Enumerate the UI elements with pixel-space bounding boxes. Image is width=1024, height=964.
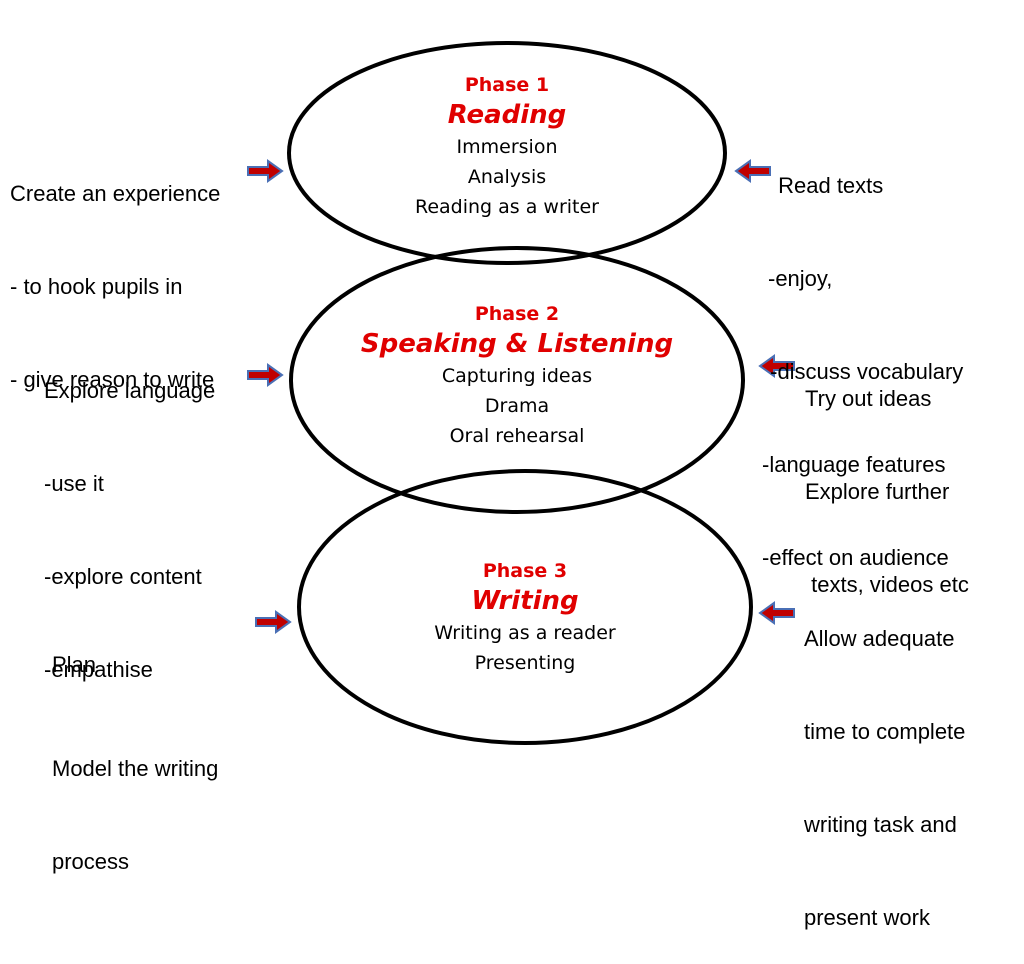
right-note-phase-3: Allow adequate time to complete writing … <box>804 561 965 964</box>
phase-1-label: Phase 1 <box>464 74 550 96</box>
phase-3-ellipse <box>297 469 753 745</box>
phase-3-content: Phase 3 Writing Writing as a reader Pres… <box>395 558 655 678</box>
phase-2-content: Phase 2 Speaking & Listening Capturing i… <box>347 301 687 451</box>
note-line: Plan <box>52 652 97 677</box>
arrow-left-icon <box>758 601 795 625</box>
note-line: -explore content <box>44 564 202 589</box>
note-line: Explore language <box>44 378 216 403</box>
phase-3-line: Presenting <box>474 652 576 674</box>
phase-cycle-diagram <box>247 41 795 745</box>
phase-1-content: Phase 1 Reading Immersion Analysis Readi… <box>377 72 637 222</box>
left-note-phase-3: Plan Model the writing process <box>52 587 218 908</box>
phase-2-ellipse <box>289 246 745 514</box>
note-line: Try out ideas <box>805 386 932 411</box>
note-line: Create an experience <box>10 181 221 206</box>
phase-2-name: Speaking & Listening <box>360 329 674 359</box>
note-line: -effect on audience <box>762 545 949 570</box>
phase-2-line: Drama <box>484 395 550 417</box>
note-line: texts, videos etc <box>805 572 969 597</box>
phase-1-ellipse <box>287 41 727 265</box>
phase-2-line: Capturing ideas <box>441 365 593 387</box>
phase-3-line: Writing as a reader <box>434 622 616 644</box>
note-line: time to complete <box>804 719 966 744</box>
note-line: Read texts <box>772 173 884 198</box>
note-line: present work <box>804 905 930 930</box>
phase-2-label: Phase 2 <box>474 303 560 325</box>
right-note-phase-1: Read texts -enjoy, -discuss vocabulary -… <box>762 108 963 604</box>
phase-2-line: Oral rehearsal <box>449 425 585 447</box>
phase-1-line: Immersion <box>456 136 558 158</box>
left-note-phase-1: Create an experience - to hook pupils in… <box>10 116 220 426</box>
note-line: Explore further <box>805 479 950 504</box>
arrow-right-icon <box>255 610 292 634</box>
note-line: -discuss vocabulary <box>764 359 964 384</box>
phase-3-label: Phase 3 <box>482 560 568 582</box>
left-note-phase-2: Explore language -use it -explore conten… <box>44 313 215 716</box>
note-line: Model the writing <box>52 756 219 781</box>
phase-3-name: Writing <box>471 586 579 616</box>
phase-1-line: Reading as a writer <box>414 196 599 218</box>
phase-1-line: Analysis <box>467 166 547 188</box>
note-line: Allow adequate <box>804 626 955 651</box>
arrow-right-icon <box>247 159 284 183</box>
note-line: writing task and <box>804 812 957 837</box>
note-line: -enjoy, <box>768 266 833 291</box>
note-line: - to hook pupils in <box>10 274 183 299</box>
phase-1-name: Reading <box>447 100 567 130</box>
note-line: process <box>52 849 130 874</box>
note-line: -language features <box>762 452 946 477</box>
arrow-left-icon <box>734 159 771 183</box>
arrow-right-icon <box>247 363 284 387</box>
note-line: - give reason to write <box>10 367 215 392</box>
note-line: -use it <box>44 471 104 496</box>
right-note-phase-2: Try out ideas Explore further texts, vid… <box>805 321 969 631</box>
note-line: -empathise <box>44 657 153 682</box>
arrow-left-icon <box>758 354 795 378</box>
